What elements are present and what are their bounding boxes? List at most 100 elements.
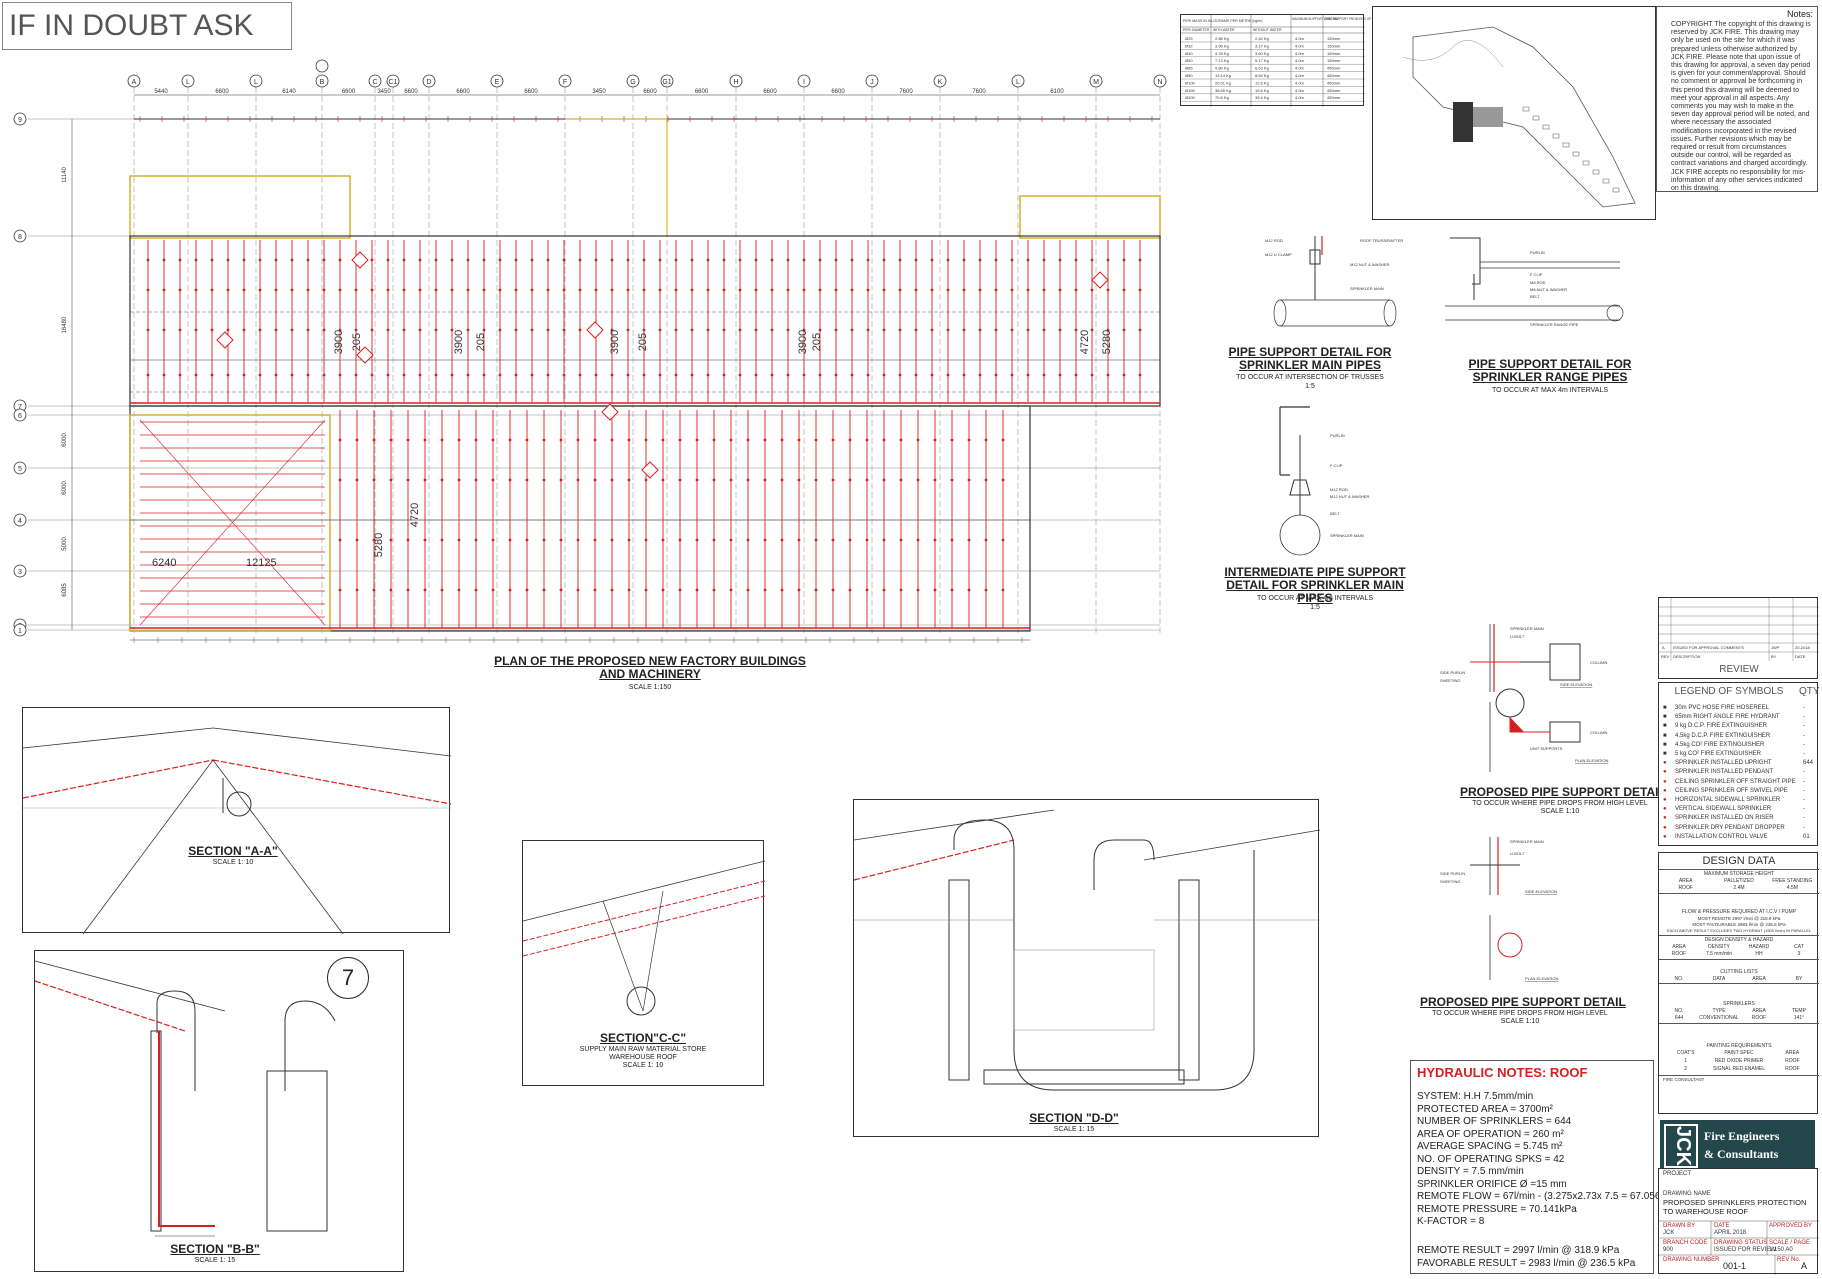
sprinkler-head — [754, 328, 758, 332]
density-cell: HH — [1755, 951, 1763, 957]
sprinkler-head — [661, 588, 665, 592]
pipe-2 — [522, 895, 766, 957]
sprinkler-head — [950, 538, 954, 542]
density-col: CAT — [1794, 944, 1804, 950]
riser-marker-2 — [586, 321, 604, 339]
sprinkler-head — [210, 328, 214, 332]
legend-qty: - — [1803, 778, 1805, 785]
logo-line-1: Fire Engineers — [1704, 1129, 1780, 1143]
sprinkler-head — [498, 288, 502, 292]
sprinkler-head — [786, 328, 790, 332]
review-rev: A — [1662, 645, 1665, 650]
sprinkler-head — [354, 288, 358, 292]
density-cell: ROOF — [1671, 951, 1687, 957]
sprinkler-head — [162, 288, 166, 292]
sprinkler-head — [690, 258, 694, 262]
legend-label: 9 kg D.C.P. FIRE EXTINGUISHER — [1675, 723, 1767, 730]
legend-qty: - — [1803, 751, 1805, 757]
pipe-table-head-4: LAST SUPPORT FROM END OF RANGE PIPE — [1324, 17, 1392, 21]
pipe-table-cell: 2.86 Kg — [1215, 36, 1229, 41]
branch-label: BRANCH CODE — [1663, 1240, 1708, 1246]
pipe-table-cell: 4.0m — [1295, 43, 1305, 48]
legend-label: CEILING SPRINKLER OFF STRAIGHT PIPE — [1675, 778, 1796, 785]
legend-qty: - — [1803, 705, 1805, 711]
sprinkler-head — [738, 373, 742, 377]
storage-cell: ROOF — [1678, 885, 1693, 891]
sprinkler-head — [1001, 588, 1005, 592]
sprinkler-head — [712, 538, 716, 542]
sprinkler-head — [834, 288, 838, 292]
sprinkler-head — [754, 288, 758, 292]
sprinkler-head — [306, 328, 310, 332]
paint-cell: ROOF — [1785, 1058, 1800, 1064]
sprinkler-head — [865, 538, 869, 542]
sprinkler-head — [562, 258, 566, 262]
row-label-1: 1 — [18, 628, 22, 635]
sprinkler-head — [899, 588, 903, 592]
sprinkler-head — [994, 288, 998, 292]
section-aa-drawing — [22, 727, 452, 935]
sprinkler-head — [770, 373, 774, 377]
legend-block: LEGEND OF SYMBOLS QTY ■30m PVC HOSE FIRE… — [1658, 682, 1820, 846]
label-f-clip: F CLIP — [1530, 272, 1543, 277]
sprinkler-head — [418, 288, 422, 292]
pipe-table-cell: 150mm — [1327, 36, 1341, 41]
sprinkler-head — [1010, 258, 1014, 262]
legend-label: VERTICAL SIDEWALL SPRINKLER — [1675, 806, 1772, 813]
sprinkler-head — [1074, 288, 1078, 292]
legend-qty: - — [1803, 741, 1805, 748]
sprinkler-head — [474, 538, 478, 542]
sprinkler-head — [644, 538, 648, 542]
sprinkler-head — [406, 588, 410, 592]
sprinkler-head — [661, 538, 665, 542]
label-belt: BELT — [1330, 511, 1340, 516]
sprinkler-head — [746, 588, 750, 592]
hydraulic-line: NO. OF OPERATING SPKS = 42 — [1417, 1153, 1565, 1165]
jck-logo: JCK Fire Engineers & Consultants — [1660, 1120, 1815, 1168]
sprinkler-head — [738, 288, 742, 292]
sprinkler-head — [274, 288, 278, 292]
sprinkler-head — [962, 328, 966, 332]
pipe-table-cell: 450mm — [1327, 66, 1341, 71]
column-right — [266, 1070, 328, 1232]
site-lot — [1522, 106, 1530, 112]
pipe-table-cell: 5.17 Kg — [1255, 58, 1269, 63]
review-col-1: DESCRIPTION — [1673, 654, 1700, 659]
title-block-grid — [1659, 1220, 1819, 1275]
sprinkler-head — [178, 373, 182, 377]
truss-2 — [642, 890, 664, 1012]
sprinkler-head — [1090, 288, 1094, 292]
section-dd-drawing — [853, 809, 1321, 1091]
storage-col: PALLETIZED — [1724, 878, 1754, 884]
storage-cell: 4.5M — [1786, 885, 1798, 891]
pipe-table-cell: 450mm — [1327, 88, 1341, 93]
grid-bubble-A — [127, 74, 141, 88]
section-bb-drawing — [34, 960, 336, 1237]
sprinkler-head — [850, 373, 854, 377]
sprinkler-head — [559, 478, 563, 482]
riser-marker-0 — [216, 331, 234, 349]
sprinkler-head — [690, 328, 694, 332]
pipe-table-cell: 7.13 Kg — [1215, 58, 1229, 63]
sprinkler-head — [706, 328, 710, 332]
sprinkler-head — [882, 373, 886, 377]
sprinkler-head — [1001, 538, 1005, 542]
pipe-table-cell: 19.6 Kg — [1255, 88, 1269, 93]
dim-9: 6600 — [643, 89, 657, 95]
sprinkler-head — [542, 588, 546, 592]
spr-cell: 644 — [1674, 1015, 1684, 1021]
riser-marker-1 — [356, 346, 374, 364]
grid-bubble-H — [729, 74, 743, 88]
sprinkler-head — [423, 588, 427, 592]
grid-bubble-L — [181, 74, 195, 88]
legend-item: ■30m PVC HOSE FIRE HOSEREEL- — [1663, 705, 1815, 711]
sprinklers-heading: SPRINKLERS — [1723, 1001, 1755, 1007]
rev-value: A — [1801, 1261, 1808, 1271]
plan-scale: SCALE 1:150 — [628, 684, 672, 691]
legend-item: ●SPRINKLER INSTALLED PENDANT- — [1663, 769, 1815, 775]
sprinkler-head — [962, 258, 966, 262]
sprinkler-head — [457, 478, 461, 482]
sprinkler-head — [1106, 373, 1110, 377]
section-cc-sub: SUPPLY MAIN RAW MATERIAL STORE — [579, 1046, 707, 1053]
spr-col: TEMP — [1792, 1008, 1806, 1014]
